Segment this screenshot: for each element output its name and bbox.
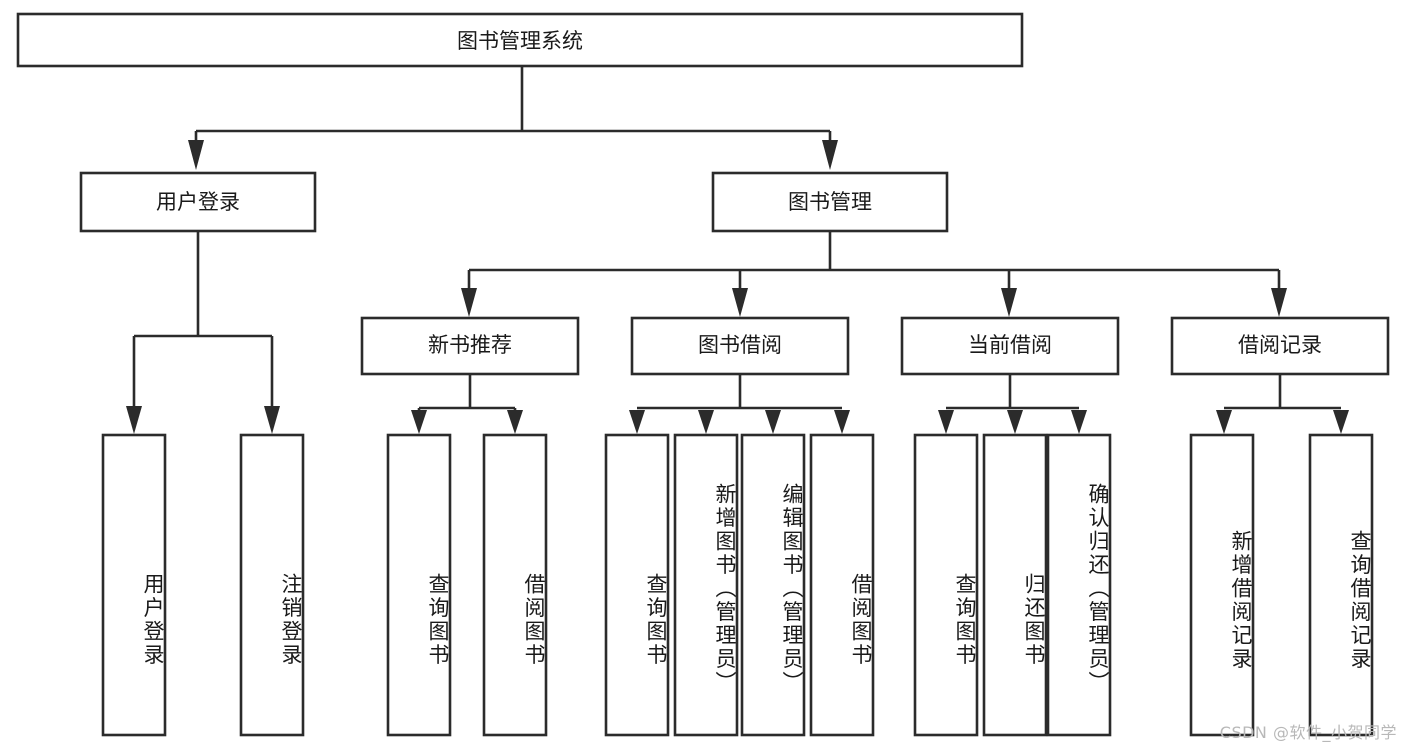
node-new-book-recommend[interactable]: 新书推荐 (360, 316, 580, 376)
node-current-borrow[interactable]: 当前借阅 (900, 316, 1120, 376)
leaf-box-br-add-record[interactable] (1189, 433, 1255, 737)
borrow-record-label: 借阅记录 (1238, 333, 1322, 357)
arrow-to-current-borrow (1001, 288, 1017, 317)
arrow-to-borrow-record (1271, 288, 1287, 317)
arrow-nbr-leaf-2 (507, 410, 523, 434)
leaf-box-user-login[interactable] (101, 433, 167, 737)
current-borrow-box (900, 316, 1120, 376)
arrow-bb-leaf-2 (698, 410, 714, 434)
arrow-cb-leaf-2 (1007, 410, 1023, 434)
leaf-box-bb-borrow-book[interactable] (809, 433, 875, 737)
arrow-to-book-management (822, 140, 838, 170)
leaf-box-nbr-query-book[interactable] (386, 433, 452, 737)
borrow-record-box (1170, 316, 1390, 376)
book-borrow-box (630, 316, 850, 376)
root-label: 图书管理系统 (457, 29, 583, 53)
node-book-borrow[interactable]: 图书借阅 (630, 316, 850, 376)
leaf-box-cb-return-book[interactable] (982, 433, 1048, 737)
book-management-box (711, 171, 949, 233)
arrow-bb-leaf-3 (765, 410, 781, 434)
arrow-nbr-leaf-1 (411, 410, 427, 434)
leaf-box-cb-query-book[interactable] (913, 433, 979, 737)
node-book-management[interactable]: 图书管理 (711, 171, 949, 233)
current-borrow-label: 当前借阅 (968, 333, 1052, 357)
leaf-box-cb-confirm-return[interactable] (1046, 433, 1112, 737)
book-management-label: 图书管理 (788, 190, 872, 214)
leaf-box-nbr-borrow-book[interactable] (482, 433, 548, 737)
arrow-to-new-book-recommend (461, 288, 477, 317)
arrow-to-leaf-user-login (126, 406, 142, 434)
leaf-box-br-query-record[interactable] (1308, 433, 1374, 737)
leaf-box-bb-edit-book[interactable] (740, 433, 806, 737)
arrow-cb-leaf-3 (1071, 410, 1087, 434)
new-book-recommend-label: 新书推荐 (428, 333, 512, 357)
arrow-to-user-login (188, 140, 204, 170)
arrow-br-leaf-2 (1333, 410, 1349, 434)
arrow-cb-leaf-1 (938, 410, 954, 434)
node-borrow-record[interactable]: 借阅记录 (1170, 316, 1390, 376)
leaf-box-bb-add-book[interactable] (673, 433, 739, 737)
book-borrow-label: 图书借阅 (698, 333, 782, 357)
leaf-box-bb-query-book[interactable] (604, 433, 670, 737)
leaf-box-logout[interactable] (239, 433, 305, 737)
arrow-to-leaf-logout (264, 406, 280, 434)
user-login-label: 用户登录 (156, 190, 240, 214)
arrow-br-leaf-1 (1216, 410, 1232, 434)
node-root[interactable]: 图书管理系统 (16, 12, 1024, 68)
new-book-recommend-box (360, 316, 580, 376)
arrow-bb-leaf-4 (834, 410, 850, 434)
arrow-bb-leaf-1 (629, 410, 645, 434)
arrow-to-book-borrow (732, 288, 748, 317)
root-box (16, 12, 1024, 68)
watermark-text: CSDN @软件_小贺同学 (1219, 723, 1397, 742)
node-user-login[interactable]: 用户登录 (79, 171, 317, 233)
